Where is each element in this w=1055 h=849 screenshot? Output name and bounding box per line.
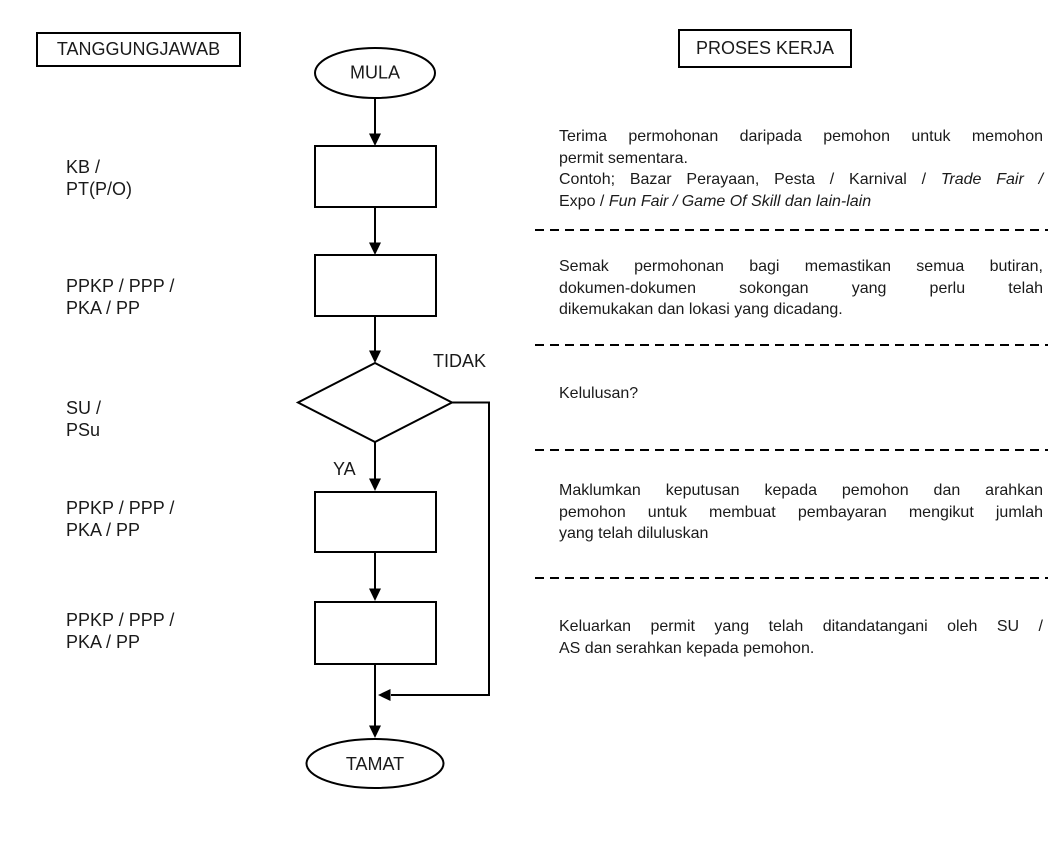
responsibility-label-4: PPKP / PPP / PKA / PP	[66, 497, 174, 541]
process-column-header: PROSES KERJA	[678, 29, 852, 68]
step-text-line: Maklumkan keputusan kepada pemohon dan a…	[559, 482, 1043, 499]
step-text-line: dikemukakan dan lokasi yang dicadang.	[559, 301, 843, 319]
responsibility-label-3: SU / PSu	[66, 397, 101, 441]
step-text-line: Contoh; Bazar Perayaan, Pesta / Karnival…	[559, 169, 1043, 191]
step-text-line: Semak permohonan bagi memastikan semua b…	[559, 258, 1043, 275]
process-box-3	[314, 491, 437, 553]
step-text-line: yang telah diluluskan	[559, 525, 709, 543]
responsibility-label-2: PPKP / PPP / PKA / PP	[66, 275, 174, 319]
arrowhead-down-icon	[369, 725, 381, 738]
step-separator-4	[535, 577, 1048, 579]
process-step-5: Keluarkan permit yang telah ditandatanga…	[559, 616, 1043, 659]
responsibility-line: KB /	[66, 157, 101, 177]
responsibility-line: PPKP / PPP /	[66, 276, 175, 296]
responsibility-label-5: PPKP / PPP / PKA / PP	[66, 609, 174, 653]
step-text-line: Keluarkan permit yang telah ditandatanga…	[559, 618, 1043, 635]
process-step-4: Maklumkan keputusan kepada pemohon dan a…	[559, 480, 1043, 545]
process-step-3: Kelulusan?	[559, 383, 1043, 405]
responsibility-column-header-label: TANGGUNGJAWAB	[56, 39, 221, 59]
decision-diamond	[295, 361, 455, 444]
step-text-segment-italic: Trade Fair /	[940, 171, 1044, 189]
step-separator-3	[535, 449, 1048, 451]
process-box-1	[314, 145, 437, 208]
responsibility-line: PKA / PP	[66, 632, 141, 652]
step-separator-1	[535, 229, 1048, 231]
responsibility-line: PKA / PP	[66, 298, 141, 318]
arrowhead-down-icon	[369, 588, 381, 601]
process-column-header-label: PROSES KERJA	[695, 38, 835, 58]
step-text-line: Kelulusan?	[559, 385, 639, 402]
step-text-line: pemohon untuk membuat pembayaran mengiku…	[559, 503, 1043, 521]
step-text-line: Terima permohonan daripada pemohon untuk…	[559, 128, 1043, 145]
step-text-line: AS dan serahkan kepada pemohon.	[559, 639, 815, 657]
responsibility-line: PT(P/O)	[66, 179, 132, 199]
step-text-segment-italic: Fun Fair / Game Of Skill dan lain-lain	[608, 193, 872, 211]
responsibility-line: PPKP / PPP /	[66, 610, 175, 630]
responsibility-line: PPKP / PPP /	[66, 498, 175, 518]
arrowhead-down-icon	[369, 350, 381, 363]
step-text-segment: Expo /	[559, 193, 609, 211]
arrowhead-down-icon	[369, 133, 381, 146]
process-box-4	[314, 601, 437, 665]
end-terminator	[305, 738, 445, 789]
step-text-line: permit sementara.	[559, 149, 688, 167]
responsibility-line: SU /	[66, 398, 102, 418]
arrowhead-down-icon	[369, 242, 381, 255]
responsibility-line: PSu	[66, 420, 101, 440]
responsibility-line: PKA / PP	[66, 520, 141, 540]
arrowhead-down-icon	[369, 478, 381, 491]
step-text-line: Expo / Fun Fair / Game Of Skill dan lain…	[559, 191, 1043, 213]
end-label: TAMAT	[346, 754, 404, 774]
step-text-line: dokumen-dokumen sokongan yang perlu tela…	[559, 279, 1043, 297]
process-step-1: Terima permohonan daripada pemohon untuk…	[559, 126, 1043, 213]
process-step-2: Semak permohonan bagi memastikan semua b…	[559, 256, 1043, 321]
step-text-segment: Contoh; Bazar Perayaan, Pesta / Karnival…	[559, 171, 941, 189]
decision-no-label: TIDAK	[433, 351, 486, 371]
arrowhead-left-icon	[378, 689, 391, 701]
process-box-2	[314, 254, 437, 317]
no-branch-line	[391, 401, 490, 696]
responsibility-label-1: KB / PT(P/O)	[66, 156, 132, 200]
start-label: MULA	[350, 63, 400, 83]
step-separator-2	[535, 344, 1048, 346]
responsibility-column-header: TANGGUNGJAWAB	[36, 32, 241, 67]
decision-yes-label: YA	[333, 459, 356, 479]
